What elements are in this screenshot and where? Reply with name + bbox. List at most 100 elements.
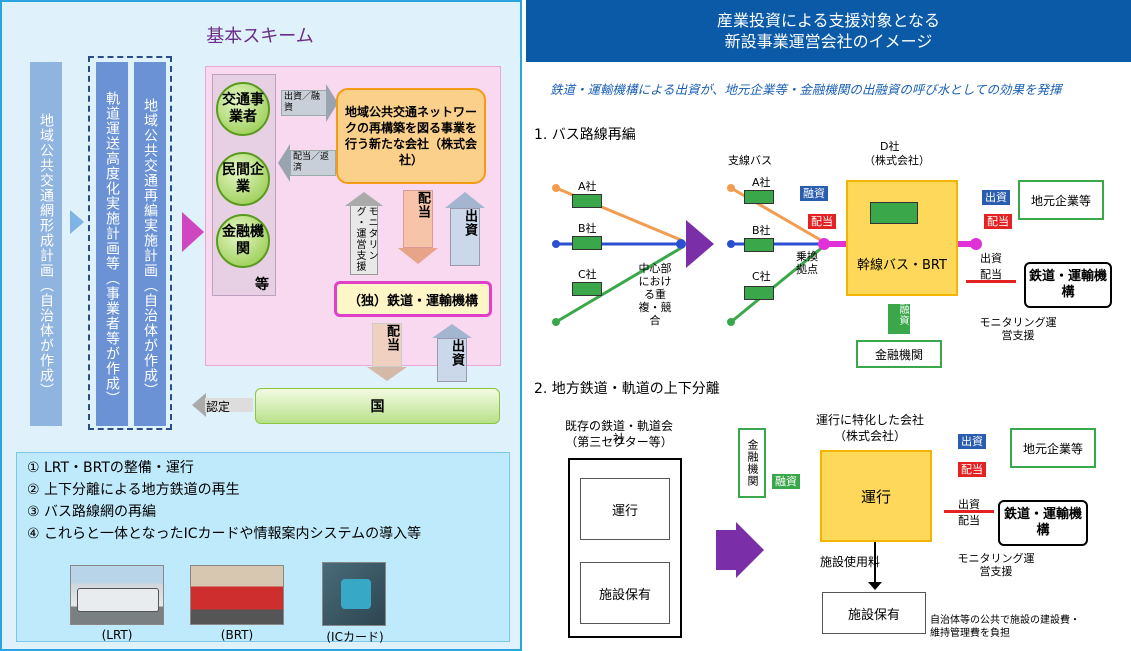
red-arrow-2 xyxy=(944,510,994,513)
financial-box-2: 金融機関 xyxy=(738,428,766,498)
financial-box-1: 金融機関 xyxy=(856,340,942,368)
arrow-up-icon xyxy=(445,192,485,208)
section1-title: 1. バス路線再編 xyxy=(534,127,636,143)
yuushi-tag-2: 融資 xyxy=(772,470,800,489)
country-box: 国 xyxy=(255,388,500,424)
new-company-box: 地域公共交通ネットワークの再構築を図る事業を行う新たな会社（株式会社） xyxy=(336,88,486,184)
transfer-label: 乗換拠点 xyxy=(796,250,818,276)
lrt-caption: (LRT) xyxy=(101,628,133,642)
bus-icon xyxy=(572,236,602,250)
arrow-up-icon xyxy=(432,324,472,338)
list-item: ② 上下分離による地方鉄道の再生 xyxy=(27,482,240,498)
nintei-arrow-body xyxy=(205,398,253,412)
facility-box-1: 施設保有 xyxy=(580,562,670,624)
plan-tramway: 軌道運送高度化実施計画等（事業者等が作成） xyxy=(96,62,128,426)
d-kabu-label: （株式会社） xyxy=(864,154,930,167)
entity-transport: 交通事業者 xyxy=(216,82,270,136)
company-a2-label: A社 xyxy=(752,176,771,189)
yuushi-tag: 融資 xyxy=(800,182,828,201)
haito-tag: 配当 xyxy=(808,210,836,229)
etc-label: 等 xyxy=(255,277,269,293)
arrow-invest-body xyxy=(281,90,327,116)
jrtt-box-2: 鉄道・運輸機構 xyxy=(998,500,1088,546)
purple-arrow-body xyxy=(716,530,736,570)
shusshi-arrow-2: 出資 xyxy=(437,338,467,382)
facility-fee-label: 施設使用料 xyxy=(820,555,881,569)
company-b2-label: B社 xyxy=(752,224,771,237)
bus-icon xyxy=(744,286,774,300)
right-header-line2: 新設事業運営会社のイメージ xyxy=(724,32,933,51)
d-company-label: D社 xyxy=(880,140,900,153)
company-c2-label: C社 xyxy=(752,270,771,283)
shusshi-tag-2: 出資 xyxy=(958,430,986,449)
section2-title: 2. 地方鉄道・軌道の上下分離 xyxy=(534,381,720,397)
list-item: ③ バス路線網の再編 xyxy=(27,504,157,520)
unkou-box-2: 運行 xyxy=(820,450,932,542)
monitoring-label-1: モニタリング運営支援 xyxy=(979,316,1057,342)
company-a-label: A社 xyxy=(578,180,597,193)
right-note: 鉄道・運輸機構による出資が、地元企業等・金融機関の出融資の呼び水としての効果を発… xyxy=(550,82,1062,97)
arrow-down-icon xyxy=(367,367,407,381)
entity-financial: 金融機関 xyxy=(216,214,270,268)
purple-arrow-icon xyxy=(736,522,764,578)
arrow-invest-label: 出資／融資 xyxy=(284,92,321,113)
arrow-dividend-label: 配当／返済 xyxy=(293,152,330,173)
arrow-dividend-body xyxy=(290,150,336,176)
shusshi-tag: 出資 xyxy=(982,186,1010,205)
jrtt-box: （独）鉄道・運輸機構 xyxy=(334,281,492,317)
right-header-line1: 産業投資による支援対象となる xyxy=(716,11,941,30)
arrow-right-icon xyxy=(70,210,84,234)
kabu2-label: （株式会社） xyxy=(833,429,906,443)
facility-box-2: 施設保有 xyxy=(822,592,926,634)
yuushi-arrow: 融資 xyxy=(888,304,910,334)
arrow-magenta-icon xyxy=(182,212,204,252)
trunk-label: 幹線バス・BRT xyxy=(857,258,947,273)
shusshi-label: 出資 xyxy=(980,252,1002,265)
left-title: 基本スキーム xyxy=(206,26,314,47)
arrow-left-icon xyxy=(192,393,206,417)
third-sector-label: （第三セクター等） xyxy=(565,435,673,449)
shusshi-arrow: 出資 xyxy=(450,208,480,266)
monitoring-label-2: モニタリング運営支援 xyxy=(957,552,1035,578)
bus-icon xyxy=(572,194,602,208)
local-companies-box-2: 地元企業等 xyxy=(1010,428,1096,468)
jrtt-box-1: 鉄道・運輸機構 xyxy=(1024,262,1112,308)
red-arrow xyxy=(966,280,1016,283)
public-note: 自治体等の公共で施設の建設費・維持管理費を負担 xyxy=(930,615,1080,639)
branch-bus-label: 支線バス xyxy=(728,154,772,167)
plan-network: 地域公共交通網形成計画（自治体が作成） xyxy=(30,62,62,426)
center-overlap-label: 中心部における重複・競合 xyxy=(638,262,672,327)
brt-photo xyxy=(190,565,284,625)
arrow-up-icon xyxy=(345,192,383,206)
arrow-dividend-icon xyxy=(278,144,290,182)
haito-arrow: 配当 xyxy=(403,190,433,248)
nintei-label: 認定 xyxy=(206,400,231,414)
brt-caption: (BRT) xyxy=(220,628,254,642)
unkou-box-1: 運行 xyxy=(580,478,670,540)
down-line xyxy=(874,542,876,582)
company-b-label: B社 xyxy=(578,222,597,235)
existing-company-label: 既存の鉄道・軌道会社 xyxy=(564,419,673,446)
ic-card-caption: (ICカード) xyxy=(326,630,384,644)
list-item: ④ これらと一体となったICカードや情報案内システムの導入等 xyxy=(27,526,422,542)
haito-arrow-2: 配当 xyxy=(372,323,402,367)
arrow-down-icon xyxy=(868,582,882,590)
bus-icon xyxy=(870,202,918,224)
entity-private: 民間企業 xyxy=(216,152,270,206)
bus-icon xyxy=(744,238,774,252)
arrow-down-icon xyxy=(398,248,438,264)
list-item: ① LRT・BRTの整備・運行 xyxy=(27,460,194,476)
dashed-group xyxy=(88,56,172,430)
ic-card-photo xyxy=(322,562,386,626)
arrow-invest-icon xyxy=(326,84,338,122)
plan-reorg: 地域公共交通再編実施計画（自治体が作成） xyxy=(134,62,166,426)
bus-icon xyxy=(744,190,774,204)
haito-label-2: 配当 xyxy=(958,514,980,527)
haito-label: 配当 xyxy=(980,268,1002,281)
right-header: 産業投資による支援対象となる 新設事業運営会社のイメージ xyxy=(526,0,1131,62)
lrt-photo xyxy=(70,565,164,625)
shusshi-label-2: 出資 xyxy=(958,498,980,511)
monitoring-arrow: モニタリング・運営支援 xyxy=(350,205,378,275)
haito-tag-3: 配当 xyxy=(958,458,986,477)
local-companies-box: 地元企業等 xyxy=(1018,180,1104,220)
